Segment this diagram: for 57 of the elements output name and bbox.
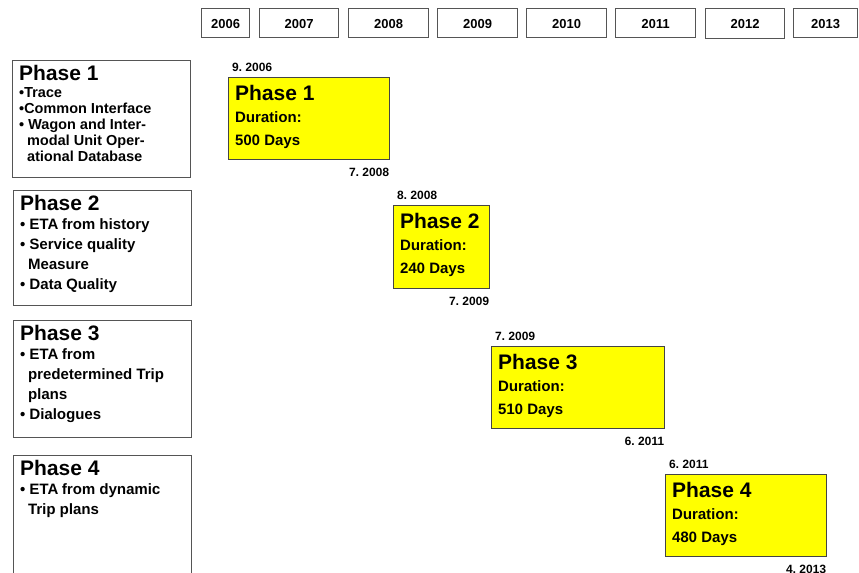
phase-duration-box	[393, 205, 490, 289]
phase-heading: Phase 4	[20, 458, 100, 480]
start-date: 8. 2008	[397, 188, 438, 202]
bullet-item: •Common Interface	[19, 101, 152, 117]
year-label: 2010	[552, 16, 581, 30]
duration-text: Duration:	[498, 377, 566, 397]
year-box	[793, 8, 858, 38]
phase-duration-box	[665, 474, 827, 557]
year-label: 2012	[730, 16, 760, 31]
phase-heading: Phase 2	[20, 193, 100, 215]
start-date: 9. 2006	[232, 60, 272, 74]
year-label: 2009	[463, 16, 492, 30]
start-date: 6. 2011	[669, 457, 708, 471]
end-date: 7. 2008	[348, 165, 389, 179]
year-box	[705, 8, 785, 39]
bullet-item: • Data Quality	[20, 275, 118, 295]
year-box	[259, 8, 339, 38]
bullet-item: • Dialogues	[20, 405, 102, 425]
duration-text: 500 Days	[235, 131, 302, 151]
phase-duration-box	[491, 346, 665, 429]
year-box	[615, 8, 696, 38]
year-box	[201, 8, 250, 38]
year-box	[526, 8, 607, 38]
phase-heading: Phase 3	[20, 323, 100, 345]
duration-text: Duration:	[400, 236, 468, 256]
year-label: 2007	[284, 16, 314, 30]
phase-description-box	[13, 190, 192, 306]
phase-heading: Phase 3	[498, 351, 578, 375]
bullet-item: • Service quality Measure	[20, 235, 136, 275]
end-date: 7. 2009	[448, 294, 489, 308]
bullet-item: • ETA from dynamic Trip plans	[20, 480, 162, 520]
year-box	[437, 8, 518, 38]
phase-heading: Phase 1	[19, 63, 100, 85]
phase-heading: Phase 1	[235, 82, 316, 106]
year-box	[348, 8, 429, 38]
year-label: 2008	[374, 16, 403, 30]
phase-heading: Phase 2	[400, 210, 480, 234]
phase-description-box	[13, 320, 192, 438]
start-date: 7. 2009	[495, 329, 536, 343]
duration-text: Duration:	[235, 108, 303, 128]
duration-text: 480 Days	[672, 528, 738, 548]
bullet-item: • ETA from predetermined Trip plans	[20, 345, 165, 405]
bullet-item: •Trace	[19, 85, 63, 101]
duration-text: 510 Days	[498, 400, 564, 420]
end-date: 6. 2011	[624, 434, 664, 448]
end-date: 4. 2013	[786, 562, 826, 573]
year-label: 2013	[811, 16, 840, 30]
phase-description-box	[13, 455, 192, 573]
year-label: 2006	[211, 16, 240, 30]
duration-text: Duration:	[672, 505, 740, 525]
duration-text: 240 Days	[400, 259, 466, 279]
bullet-item: • ETA from history	[20, 215, 150, 235]
year-label: 2011	[641, 16, 670, 30]
phase-duration-box	[228, 77, 390, 160]
phase-heading: Phase 4	[672, 479, 752, 503]
phase-description-box	[12, 60, 191, 178]
bullet-item: • Wagon and Inter- modal Unit Oper- ational Database	[19, 117, 147, 165]
